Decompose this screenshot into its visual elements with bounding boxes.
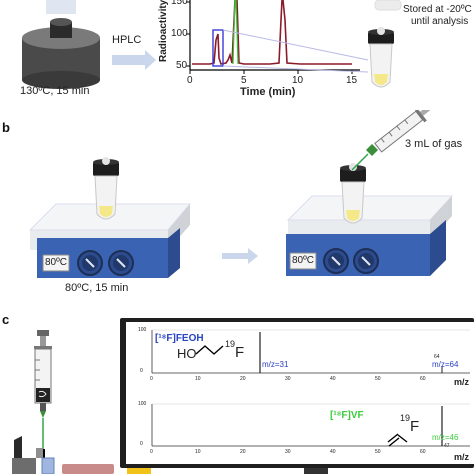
gas-volume-label: 3 mL of gas <box>405 138 463 150</box>
y-tick-150: 150 <box>171 0 188 7</box>
peak-label-31: m/z=31 <box>262 360 289 369</box>
peak-small-47: 47 <box>444 443 450 449</box>
chromatogram-xlabel: Time (min) <box>240 86 296 98</box>
spectrum-vf <box>151 403 470 447</box>
structure-f-1: F <box>235 344 245 361</box>
peak-label-64: m/z=64 <box>432 360 459 369</box>
s2-xtick-30: 30 <box>285 449 291 455</box>
monitor-screen <box>126 322 474 464</box>
peak-small-64: 64 <box>434 354 440 360</box>
structure-ho: HO <box>177 346 197 361</box>
s2-ytick-100: 100 <box>138 401 147 407</box>
chromatogram <box>186 0 369 74</box>
heater-condition-a: 130ºC, 15 min <box>20 85 90 97</box>
y-tick-50: 50 <box>176 60 188 71</box>
s2-xtick-50: 50 <box>375 449 381 455</box>
storage-note-1: Stored at -20ºC <box>403 4 472 15</box>
heater1-condition: 80ºC, 15 min <box>65 282 129 294</box>
structure-sup-1: 19 <box>225 339 236 349</box>
panel-a-graphics <box>22 0 402 89</box>
vial-left <box>93 157 119 220</box>
heating-block <box>22 0 100 89</box>
gc-instrument <box>12 436 328 474</box>
hotplate-right <box>286 195 454 276</box>
s2-xtick-20: 20 <box>240 449 246 455</box>
panel-letter-b: b <box>2 120 10 135</box>
heater2-display: 80ºC <box>292 255 314 266</box>
x-tick-0: 0 <box>187 75 193 86</box>
s1-xtick-40: 40 <box>330 376 336 382</box>
s2-ytick-0: 0 <box>140 441 143 447</box>
s2-xtick-60: 60 <box>420 449 426 455</box>
s1-xtick-60: 60 <box>420 376 426 382</box>
panel-letter-c: c <box>2 312 10 327</box>
hplc-label: HPLC <box>112 34 142 46</box>
transfer-arrow <box>222 248 258 264</box>
compound-feoh: [¹⁸F]FEOH <box>155 333 204 344</box>
s2-xtick-40: 40 <box>330 449 336 455</box>
hplc-trace <box>192 0 352 65</box>
structure-f-2: F <box>410 418 420 435</box>
s1-xtick-10: 10 <box>195 376 201 382</box>
s1-xtick-20: 20 <box>240 376 246 382</box>
x-tick-10: 10 <box>292 75 304 86</box>
storage-tube-bottom <box>368 27 394 88</box>
y-tick-100: 100 <box>171 28 188 39</box>
highlight-box <box>212 29 224 67</box>
s1-xtick-0: 0 <box>150 376 153 382</box>
panel-b-graphics <box>28 110 454 278</box>
storage-tube-top <box>374 0 402 11</box>
s1-ytick-100: 100 <box>138 327 147 333</box>
hplc-arrow <box>112 50 156 70</box>
spectrum-feoh <box>151 329 470 374</box>
s2-xtick-10: 10 <box>195 449 201 455</box>
gc-syringe <box>34 330 52 448</box>
chromatogram-ylabel: Radioactivity <box>158 0 169 62</box>
structure-sup-2: 19 <box>400 413 411 423</box>
s1-xtick-30: 30 <box>285 376 291 382</box>
compound-vf: [¹⁸F]VF <box>330 410 364 421</box>
s1-xtick-50: 50 <box>375 376 381 382</box>
x-tick-5: 5 <box>241 75 247 86</box>
vial-right <box>340 163 366 224</box>
syringe <box>351 110 436 171</box>
x-tick-15: 15 <box>346 75 358 86</box>
s2-xtick-0: 0 <box>150 449 153 455</box>
s1-ytick-0: 0 <box>140 368 143 374</box>
storage-note-2: until analysis <box>411 16 469 27</box>
heater1-display: 80ºC <box>45 257 67 268</box>
mz-axis-label-1: m/z <box>454 377 470 387</box>
mz-axis-label-2: m/z <box>454 452 470 462</box>
peak-label-46: m/z=46 <box>432 433 459 442</box>
panel-c-graphics <box>12 318 474 474</box>
